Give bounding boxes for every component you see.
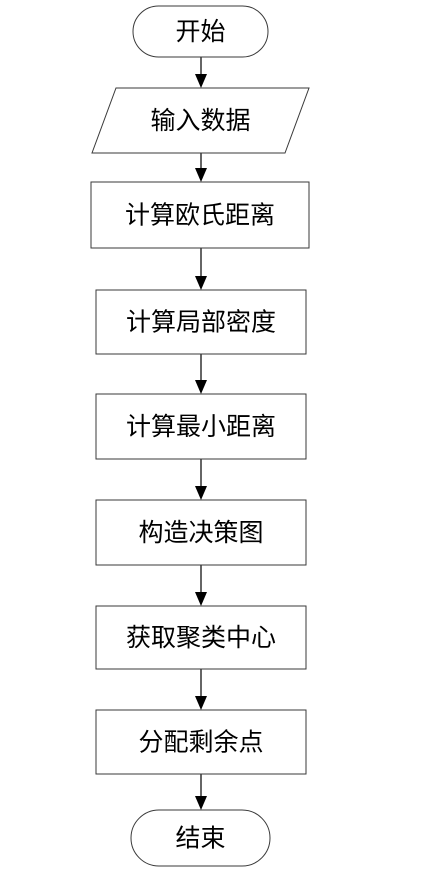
- edge-start-to-input-data: [195, 57, 207, 88]
- end-terminal: 结束: [130, 809, 271, 867]
- assign-remaining-points-node: 分配剩余点: [95, 709, 307, 775]
- build-decision-graph-label: 构造决策图: [138, 518, 263, 547]
- start-label: 开始: [175, 17, 225, 46]
- compute-min-distance-label: 计算最小距离: [126, 412, 276, 441]
- compute-local-density-label: 计算局部密度: [126, 308, 276, 337]
- input-data-label: 输入数据: [150, 106, 250, 135]
- compute-euclidean-distance-label: 计算欧氏距离: [125, 201, 275, 230]
- compute-local-density-node: 计算局部密度: [95, 289, 307, 355]
- edge-remaining-points-to-end: [195, 774, 207, 810]
- compute-euclidean-distance-node: 计算欧氏距离: [90, 181, 310, 249]
- edge-euclidean-to-local-density: [195, 248, 207, 290]
- flowchart-nodes: 开始 输入数据 计算欧氏距离 计算局部密度 计算最小距离 构造决策图 获取聚类中…: [90, 5, 310, 867]
- build-decision-graph-node: 构造决策图: [95, 499, 307, 566]
- edge-decision-graph-to-cluster-centers: [195, 565, 207, 606]
- edge-input-data-to-euclidean: [195, 153, 207, 182]
- edge-local-density-to-min-distance: [195, 354, 207, 394]
- end-label: 结束: [175, 824, 225, 853]
- start-terminal: 开始: [132, 5, 269, 58]
- input-data-node: 输入数据: [91, 87, 310, 154]
- assign-remaining-points-label: 分配剩余点: [138, 728, 263, 757]
- get-cluster-centers-label: 获取聚类中心: [126, 623, 276, 652]
- flowchart-edges: [195, 57, 207, 810]
- get-cluster-centers-node: 获取聚类中心: [95, 605, 307, 670]
- edge-cluster-centers-to-remaining-points: [195, 669, 207, 710]
- compute-min-distance-node: 计算最小距离: [95, 393, 307, 460]
- edge-min-distance-to-decision-graph: [195, 459, 207, 500]
